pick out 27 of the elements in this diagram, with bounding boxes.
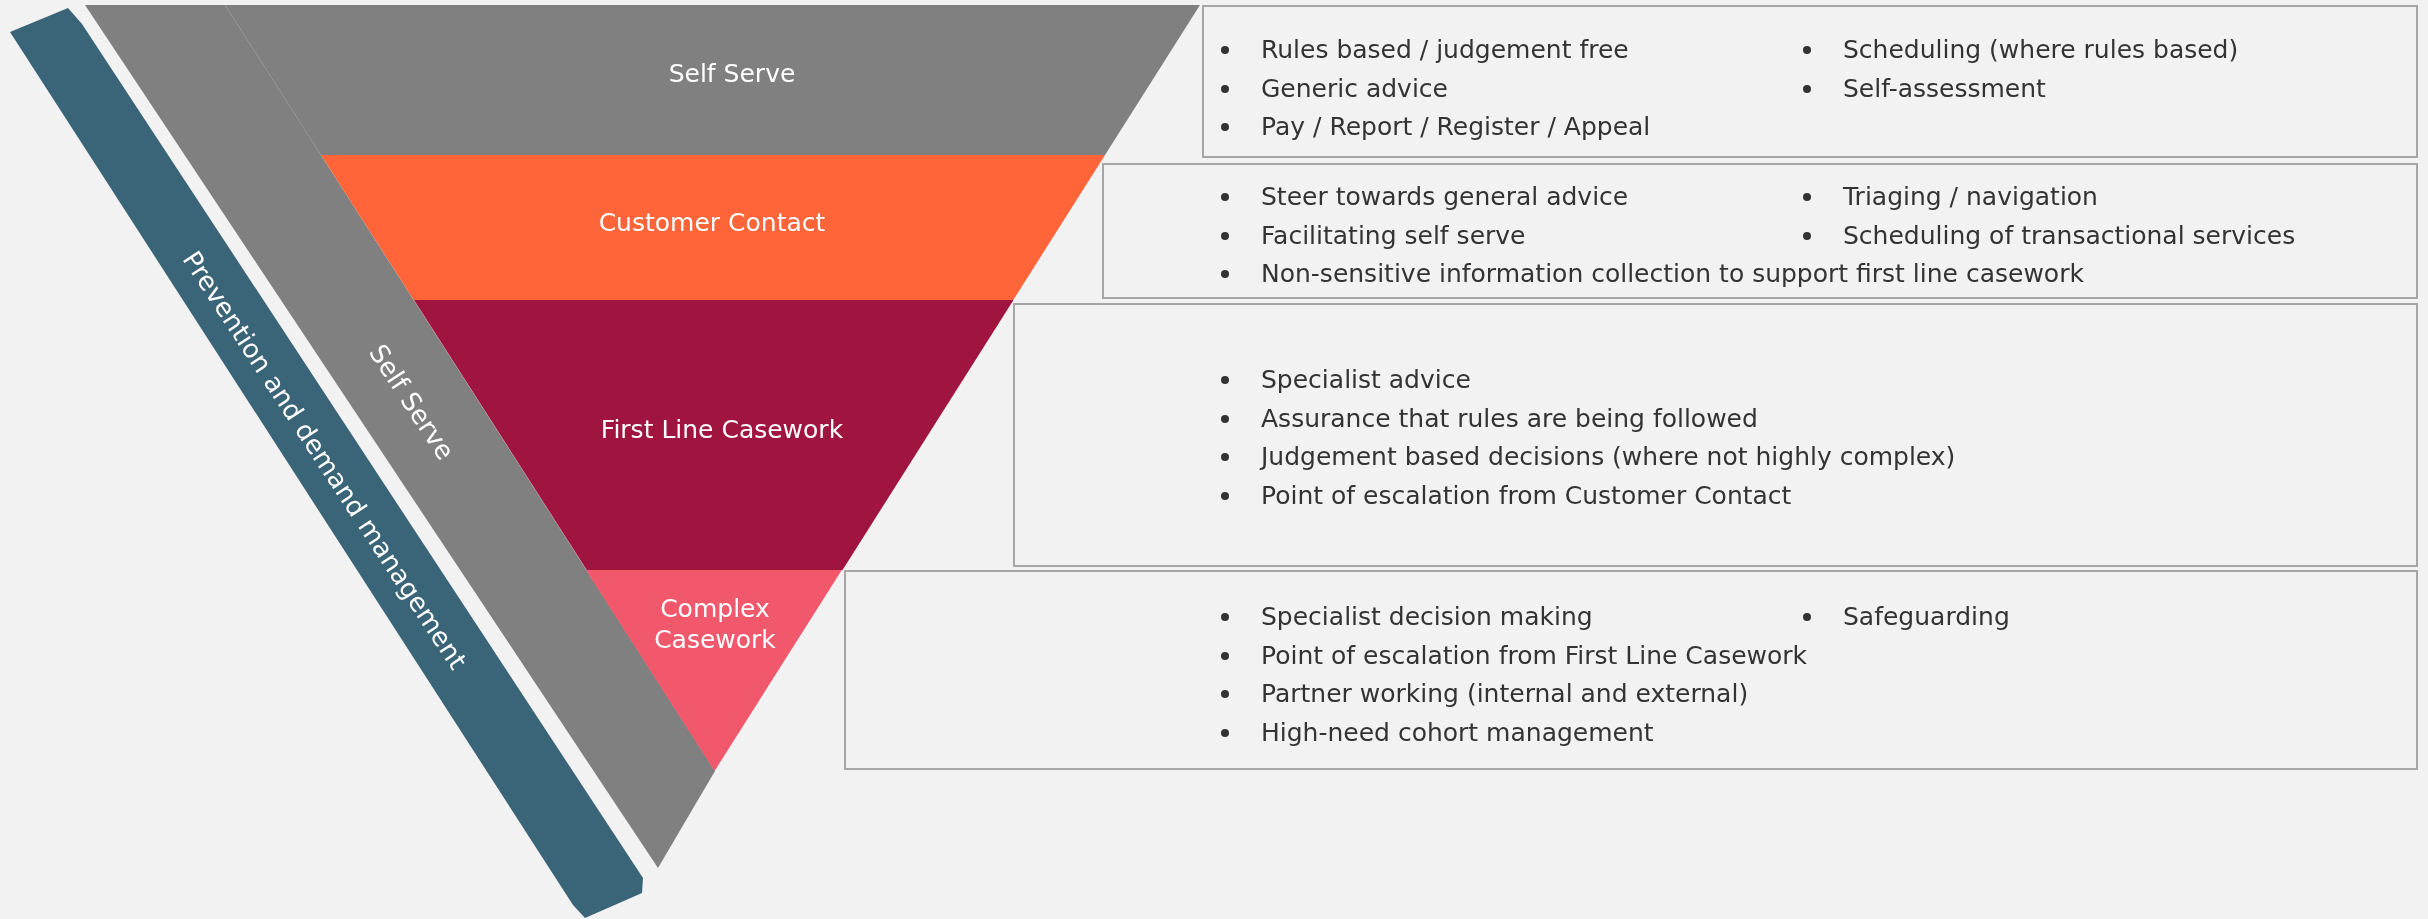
description-panel: [1202, 5, 2418, 158]
layer-label: Customer Contact: [597, 207, 827, 239]
layer-label: First Line Casework: [599, 414, 845, 446]
bullet-text: Specialist advice: [1261, 365, 1471, 395]
bullet-text: Generic advice: [1261, 73, 1448, 104]
bullet-text: High-need cohort management: [1261, 717, 1654, 748]
bullet-text: Non-sensitive information collection to support first line casework: [1261, 259, 2084, 290]
bullet-text: Facilitating self serve: [1261, 220, 1526, 251]
bullet-text: Rules based / judgement free: [1261, 35, 1629, 65]
bullet-text: Self-assessment: [1843, 73, 2046, 104]
bullet-text: Scheduling of transactional services: [1843, 220, 2296, 251]
bullet-text: Partner working (internal and external): [1261, 679, 1749, 710]
bullet-text: Pay / Report / Register / Appeal: [1261, 112, 1651, 143]
bullet-text: Safeguarding: [1843, 602, 2010, 632]
bullet-text: Point of escalation from Customer Contact: [1261, 480, 1792, 511]
bullet-text: Scheduling (where rules based): [1843, 35, 2239, 65]
bullet-text: Specialist decision making: [1261, 602, 1593, 632]
description-panel: [1102, 163, 2418, 299]
description-panel: [1013, 303, 2418, 567]
layer-label: Complex Casework: [653, 592, 777, 656]
bullet-text: Triaging / navigation: [1843, 182, 2098, 212]
bullet-text: Point of escalation from First Line Casework: [1261, 640, 1808, 671]
layer-label: Self Serve: [667, 58, 797, 90]
bullet-text: Assurance that rules are being followed: [1261, 403, 1758, 434]
bullet-text: Judgement based decisions (where not highly complex): [1261, 442, 1956, 473]
description-panel: [844, 570, 2418, 770]
bullet-text: Steer towards general advice: [1261, 182, 1629, 212]
